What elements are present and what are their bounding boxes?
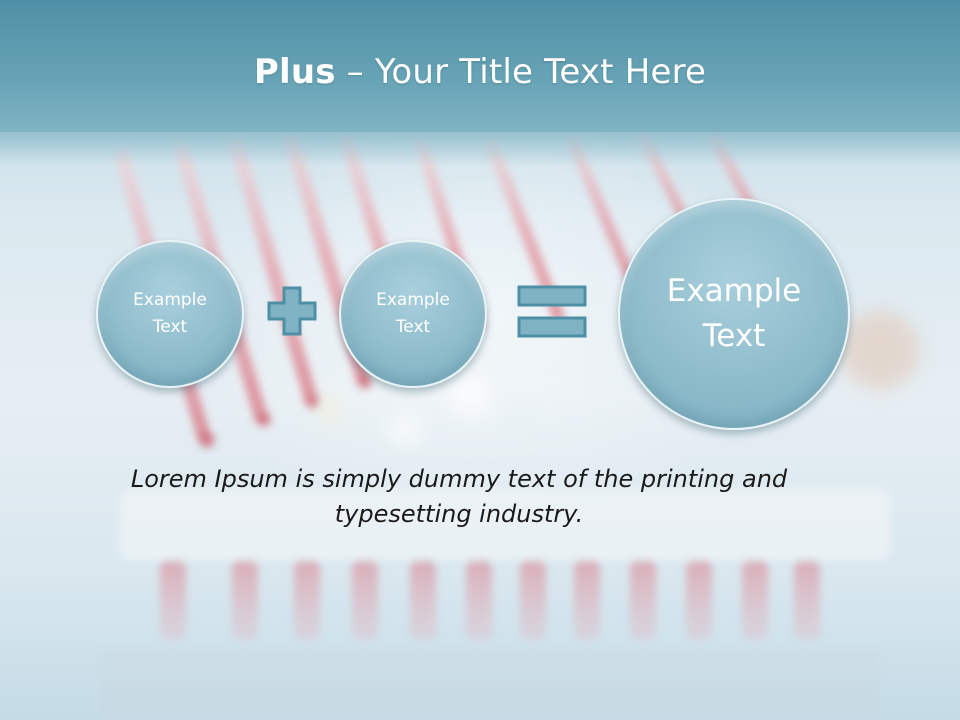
title-bar xyxy=(0,0,960,132)
example-bubble-middle: Example Text xyxy=(339,240,487,388)
example-bubble-left: Example Text xyxy=(96,240,244,388)
example-bubble-left-text: Example Text xyxy=(133,289,207,337)
title-bar-fade xyxy=(0,126,960,166)
example-bubble-result-text: Example Text xyxy=(666,273,802,354)
equals-icon xyxy=(517,285,587,338)
slide-title: Plus – Your Title Text Here xyxy=(0,52,960,92)
example-bubble-middle-text: Example Text xyxy=(376,289,450,337)
example-bubble-result: Example Text xyxy=(618,198,850,430)
plus-icon xyxy=(267,286,317,336)
slide-title-rest: – Your Title Text Here xyxy=(335,52,707,92)
slide-title-bold: Plus xyxy=(253,52,336,92)
body-text: Lorem Ipsum is simply dummy text of the … xyxy=(130,465,788,528)
